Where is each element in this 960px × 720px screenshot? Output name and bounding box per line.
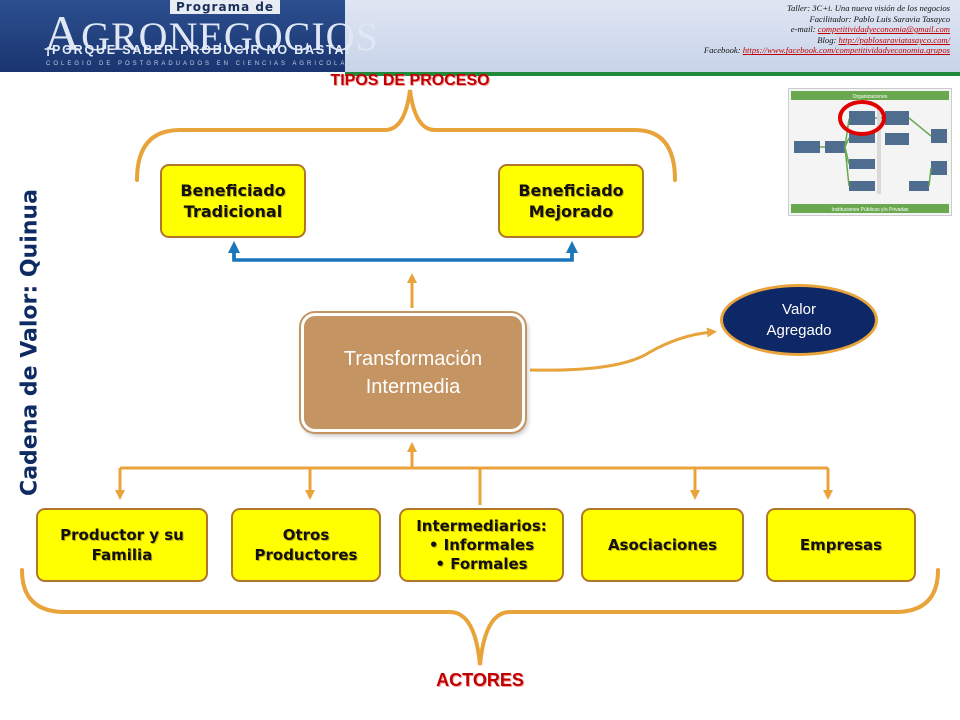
blog-link[interactable]: http://pablosaraviatasayco.com/ xyxy=(838,34,950,45)
logo-college: COLEGIO DE POSTGRADUADOS EN CIENCIAS AGR… xyxy=(46,61,355,67)
email-link[interactable]: competitividadyeconomia@gmail.com xyxy=(817,24,950,35)
beneficiado-mejorado-box: Beneficiado Mejorado xyxy=(498,164,644,238)
actor-asociaciones-box: Asociaciones xyxy=(581,508,744,582)
process-split-arrow xyxy=(232,253,574,262)
info-workshop: Taller: 3C+i. Una nueva visión de los ne… xyxy=(786,3,950,13)
bottom-bracket xyxy=(20,568,940,666)
logo-slogan: ¡PORQUE SABER PRODUCIR NO BASTA! xyxy=(46,43,352,57)
logo-title: AGRONEGOCIOS xyxy=(44,5,379,61)
logo-program-text: Programa de xyxy=(170,0,281,14)
actor-productor-familia-box: Productor y su Familia xyxy=(36,508,208,582)
header-divider xyxy=(345,72,960,76)
actor-intermediarios-box: Intermediarios: • Informales • Formales xyxy=(399,508,564,582)
value-chain-thumbnail: Organizaciones Instituciones Públicas y/… xyxy=(788,88,952,216)
svg-text:Organizaciones: Organizaciones xyxy=(853,94,888,100)
top-bracket xyxy=(135,89,677,182)
actor-otros-productores-box: Otros Productores xyxy=(231,508,381,582)
svg-text:Instituciones Públicas y/o Pri: Instituciones Públicas y/o Privadas xyxy=(832,207,909,213)
value-added-connector xyxy=(529,327,717,372)
info-facebook-row: Facebook: https://www.facebook.com/compe… xyxy=(703,45,950,56)
transformacion-intermedia-box: Transformación Intermedia xyxy=(301,313,525,432)
thumbnail-diagram: Organizaciones Instituciones Públicas y/… xyxy=(791,91,949,213)
agronegocios-logo: Programa de AGRONEGOCIOS ¡PORQUE SABER P… xyxy=(0,0,378,72)
info-email-row: e-mail: competitividadyeconomia@gmail.co… xyxy=(790,24,950,35)
info-blog-row: Blog: http://pablosaraviatasayco.com/ xyxy=(817,34,950,45)
thumbnail-highlight-circle xyxy=(838,100,886,136)
diagram-title: Cadena de Valor: Quinua xyxy=(17,189,43,496)
workshop-info: Taller: 3C+i. Una nueva visión de los ne… xyxy=(704,3,950,56)
beneficiado-tradicional-box: Beneficiado Tradicional xyxy=(160,164,306,238)
facebook-link[interactable]: https://www.facebook.com/competitividady… xyxy=(742,45,950,56)
actor-empresas-box: Empresas xyxy=(766,508,916,582)
valor-agregado-ellipse: Valor Agregado xyxy=(720,284,878,356)
header-banner: Programa de AGRONEGOCIOS ¡PORQUE SABER P… xyxy=(0,0,960,72)
actors-label: ACTORES xyxy=(436,670,524,690)
info-facilitator: Facilitador: Pablo Luis Saravia Tasayco xyxy=(809,13,950,24)
process-types-label: TIPOS DE PROCESO xyxy=(330,72,490,89)
